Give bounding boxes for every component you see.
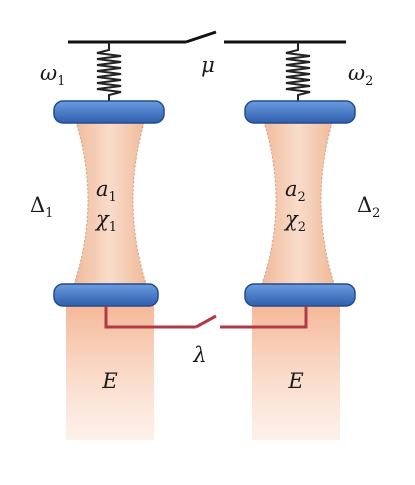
omega-2-label: ω2 bbox=[348, 61, 373, 89]
coupling-mu-label: μ bbox=[201, 53, 215, 77]
top-coupling-wire bbox=[68, 30, 346, 44]
mode-a2-label: a2 bbox=[285, 177, 306, 205]
environment-beam-left bbox=[66, 302, 154, 440]
environment-right-label: E bbox=[287, 369, 303, 393]
mirror-bottom-left bbox=[53, 283, 159, 307]
cavity-right bbox=[259, 109, 337, 291]
cavity-left bbox=[71, 109, 149, 291]
spring-right bbox=[285, 42, 311, 102]
delta-2-label: Δ2 bbox=[357, 193, 380, 221]
environment-beam-right bbox=[252, 302, 340, 440]
chi-2-label: χ2 bbox=[283, 207, 306, 235]
spring-left bbox=[96, 42, 122, 102]
coupling-lambda-label: λ bbox=[192, 343, 206, 367]
bottom-coupling-wire bbox=[104, 306, 308, 329]
environment-left-label: E bbox=[101, 369, 117, 393]
mirror-bottom-right bbox=[244, 283, 356, 307]
chi-1-label: χ1 bbox=[94, 207, 117, 235]
mode-a1-label: a1 bbox=[96, 177, 117, 205]
delta-1-label: Δ1 bbox=[30, 193, 53, 221]
mirror-top-left bbox=[53, 100, 165, 124]
omega-1-label: ω1 bbox=[40, 61, 65, 89]
mirror-top-right bbox=[244, 100, 356, 124]
